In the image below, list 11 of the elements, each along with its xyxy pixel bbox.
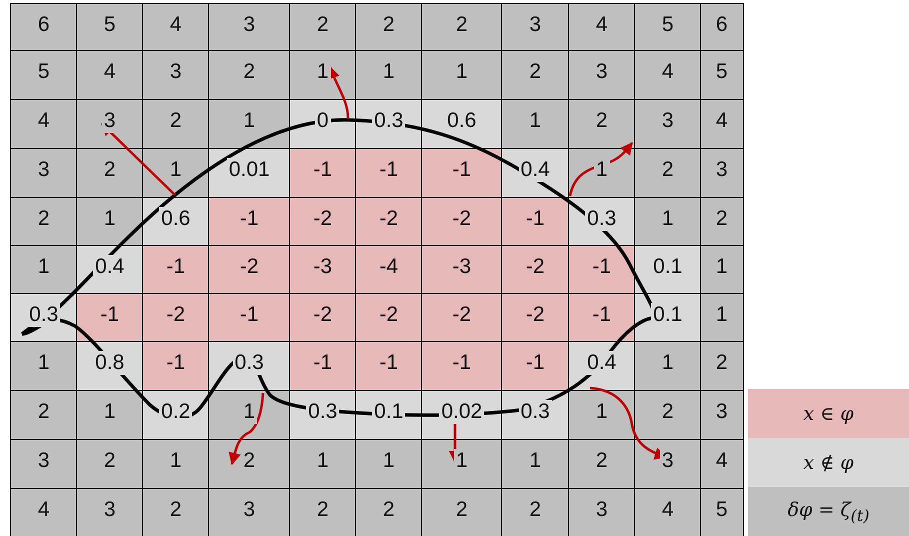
cell-value: 0.02 — [439, 400, 484, 424]
cell-value: 0.8 — [93, 351, 126, 375]
cell-value: 0.3 — [27, 303, 60, 327]
legend-text: x ∈ φ — [803, 402, 854, 424]
cell-value: 0.4 — [518, 158, 552, 182]
legend-text: x ∉ φ — [803, 452, 854, 474]
cell-value: 3 — [102, 109, 118, 133]
cell-value: 0.3 — [232, 351, 266, 375]
cell-value: 0.3 — [585, 207, 618, 231]
cell-value: 0.4 — [585, 351, 618, 375]
legend-text: δφ = ζ$_{(t)}$ — [788, 498, 870, 524]
